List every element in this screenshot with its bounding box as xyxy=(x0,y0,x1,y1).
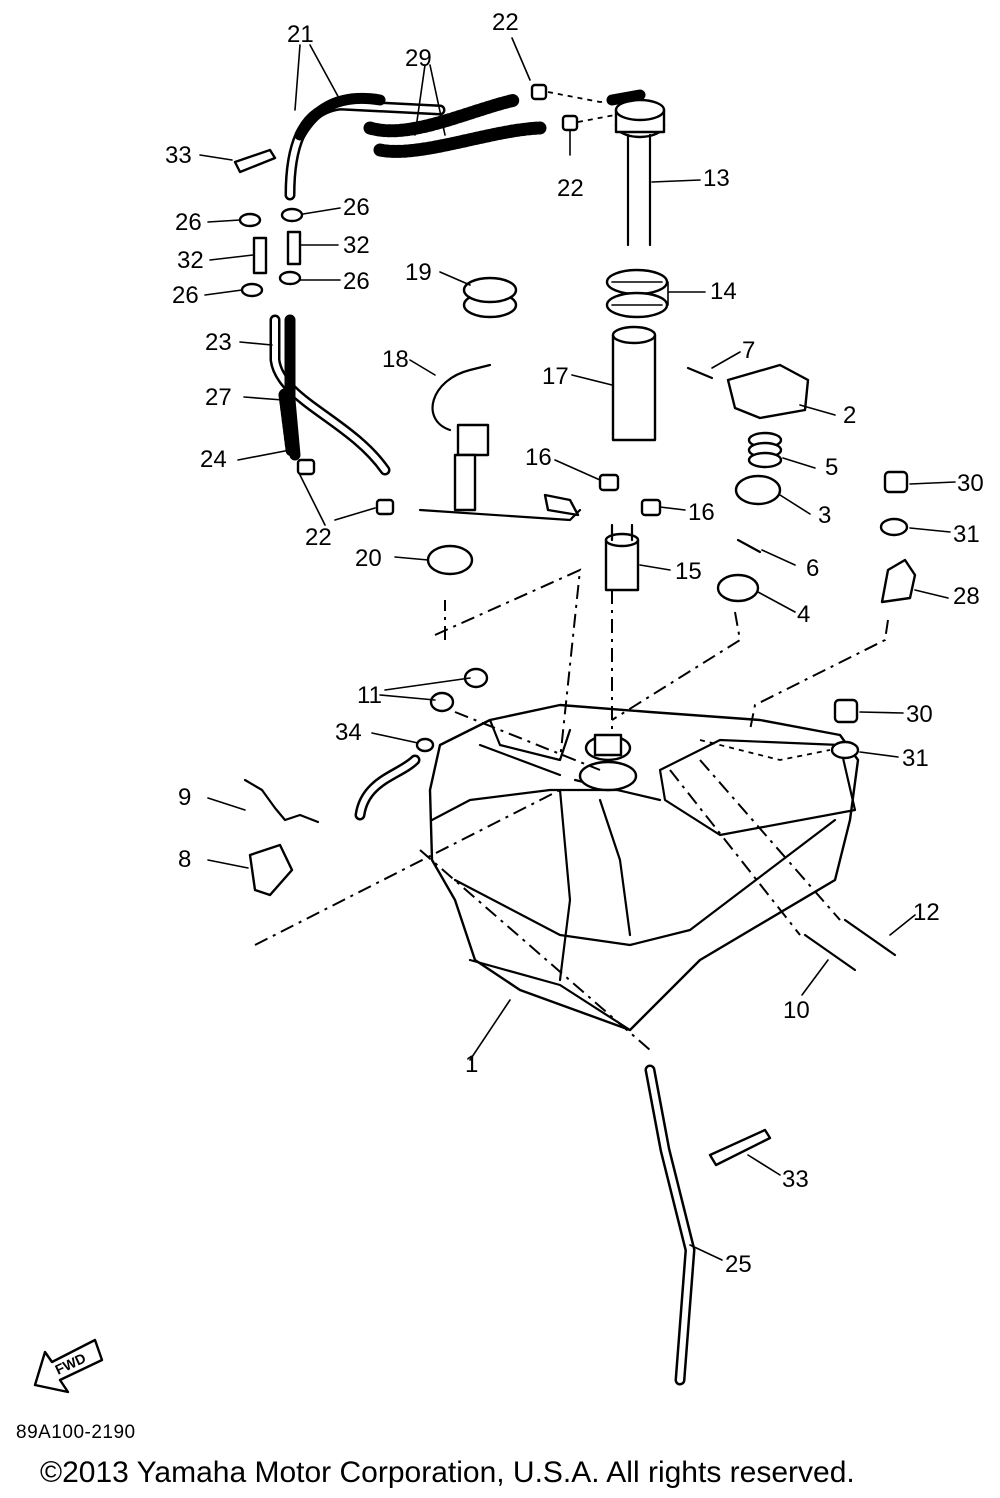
cable-tie xyxy=(233,148,277,174)
hose-clamp xyxy=(640,498,662,517)
gasket-set xyxy=(605,268,669,319)
washer xyxy=(879,517,909,537)
callout-27: 27 xyxy=(205,384,232,411)
callout-32: 32 xyxy=(343,232,370,259)
callout-32: 32 xyxy=(177,247,204,274)
callout-9: 9 xyxy=(178,784,191,811)
hose-clamp xyxy=(530,83,548,101)
callout-30: 30 xyxy=(906,701,933,728)
assembly-lines xyxy=(254,568,889,1051)
fuel-tank xyxy=(428,703,860,1032)
spring xyxy=(243,778,320,824)
callout-18: 18 xyxy=(382,346,409,373)
bracket xyxy=(880,558,917,604)
nut xyxy=(883,470,909,494)
callout-26: 26 xyxy=(175,209,202,236)
callout-4: 4 xyxy=(797,601,810,628)
breather-hoses xyxy=(284,92,547,201)
callout-13: 13 xyxy=(703,165,730,192)
callout-22: 22 xyxy=(305,524,332,551)
fuel-sender-unit xyxy=(606,89,666,247)
diagram-code: 89A100-2190 xyxy=(16,1422,136,1443)
callout-33: 33 xyxy=(782,1166,809,1193)
copyright-notice: ©2013 Yamaha Motor Corporation, U.S.A. A… xyxy=(40,1456,855,1489)
callout-12: 12 xyxy=(913,899,940,926)
hose-clamp xyxy=(296,458,316,476)
fuel-hoses-left xyxy=(269,314,391,476)
washer xyxy=(830,740,860,760)
washer xyxy=(429,691,455,713)
hose-clamp xyxy=(598,473,620,492)
callout-3: 3 xyxy=(818,502,831,529)
callout-6: 6 xyxy=(806,555,819,582)
callout-10: 10 xyxy=(783,997,810,1024)
callout-25: 25 xyxy=(725,1251,752,1278)
callout-21: 21 xyxy=(287,21,314,48)
callout-29: 29 xyxy=(405,45,432,72)
callout-31: 31 xyxy=(953,521,980,548)
callout-2: 2 xyxy=(843,402,856,429)
hose-clamp xyxy=(375,498,395,516)
callout-26: 26 xyxy=(343,194,370,221)
assembly-line xyxy=(547,91,626,123)
forward-arrow-icon: FWD xyxy=(33,1338,104,1394)
spring xyxy=(747,431,783,469)
fuel-tank-exploded-diagram: FWD xyxy=(33,9,984,1394)
callout-7: 7 xyxy=(742,337,755,364)
fuel-level-sensor xyxy=(418,363,582,522)
clip xyxy=(415,737,435,753)
callout-16: 16 xyxy=(688,499,715,526)
pin xyxy=(686,366,714,380)
callout-22: 22 xyxy=(557,175,584,202)
cable-tie xyxy=(708,1128,772,1167)
hose-clamp xyxy=(561,114,579,132)
callout-26: 26 xyxy=(172,282,199,309)
damper-rubber xyxy=(462,276,518,319)
nut xyxy=(833,698,859,724)
callout-17: 17 xyxy=(542,363,569,390)
callout-24: 24 xyxy=(200,446,227,473)
callout-26: 26 xyxy=(343,268,370,295)
bolt xyxy=(803,933,857,972)
leader-lines xyxy=(199,37,956,1261)
grommet xyxy=(426,544,474,576)
callout-5: 5 xyxy=(825,454,838,481)
grille xyxy=(248,843,294,897)
callout-34: 34 xyxy=(335,719,362,746)
callout-31: 31 xyxy=(902,745,929,772)
bolt xyxy=(843,918,897,957)
callout-16: 16 xyxy=(525,444,552,471)
callout-8: 8 xyxy=(178,846,191,873)
callout-14: 14 xyxy=(710,278,737,305)
callout-23: 23 xyxy=(205,329,232,356)
bracket xyxy=(726,363,810,420)
callout-30: 30 xyxy=(957,470,984,497)
pin xyxy=(736,538,762,554)
fuel-pipe xyxy=(611,325,657,442)
callout-28: 28 xyxy=(953,583,980,610)
callout-20: 20 xyxy=(355,545,382,572)
hose-joints xyxy=(238,207,304,298)
callout-19: 19 xyxy=(405,259,432,286)
callout-1: 1 xyxy=(465,1051,478,1078)
callout-22: 22 xyxy=(492,9,519,36)
callout-labels: 21 29 22 22 13 33 26 26 32 32 26 26 19 1… xyxy=(165,9,984,1278)
callout-33: 33 xyxy=(165,142,192,169)
callout-11: 11 xyxy=(357,682,382,709)
grommet xyxy=(716,573,760,603)
callout-15: 15 xyxy=(675,558,702,585)
fuel-pump xyxy=(604,523,640,592)
damper xyxy=(734,474,782,506)
